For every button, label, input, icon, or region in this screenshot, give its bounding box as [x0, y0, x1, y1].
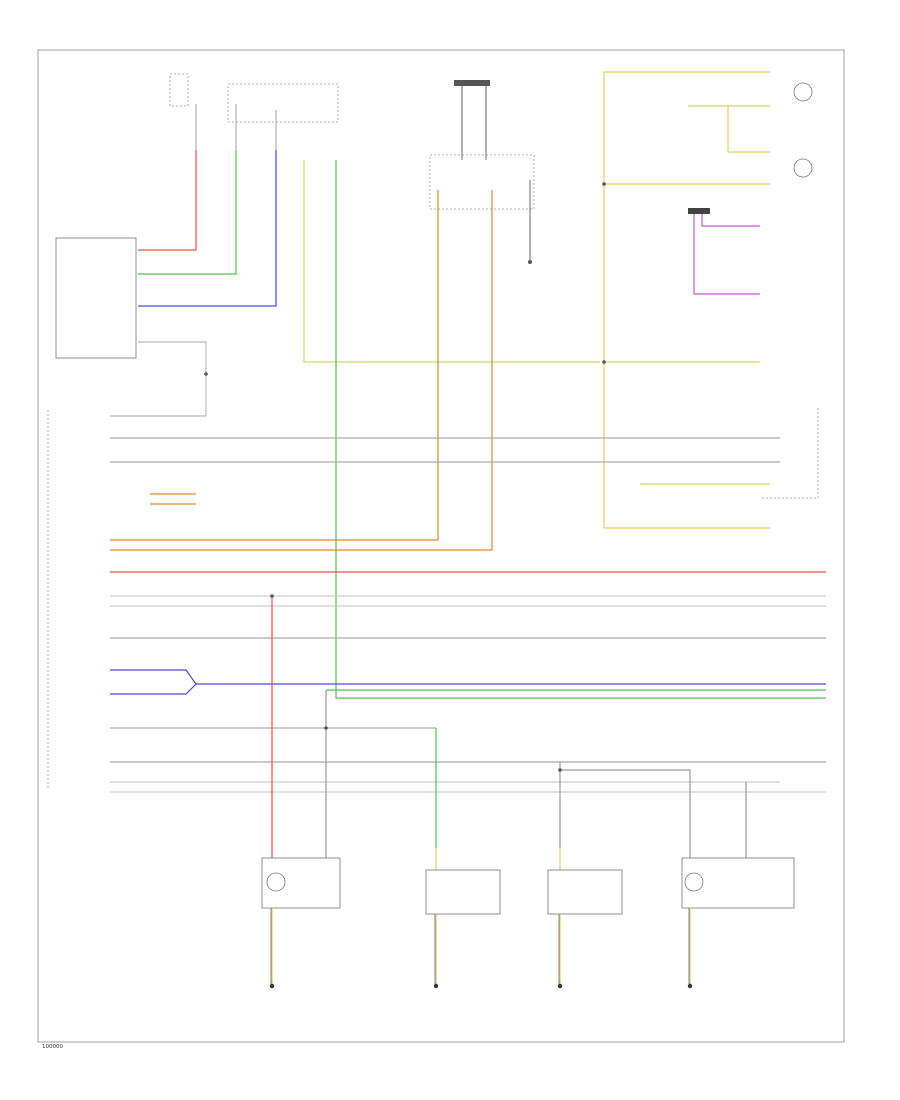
- splice-2: [270, 594, 274, 598]
- lamp-right-1: [793, 82, 813, 102]
- splice-1: [204, 372, 208, 376]
- wire-yellow-lamp-loop: [727, 106, 770, 153]
- ground-point-3: [557, 983, 563, 989]
- splice-5: [558, 768, 562, 772]
- ground-point-1: [269, 983, 275, 989]
- wire-orange-2: [110, 190, 493, 551]
- fuse-panel: [169, 73, 339, 150]
- wire-orange-1: [110, 190, 439, 541]
- wire-green-long: [335, 160, 826, 699]
- wire-pink-1: [701, 214, 760, 227]
- connector-pink: [688, 208, 710, 214]
- wire-red-top: [138, 150, 197, 251]
- lamp-box-3: [547, 869, 623, 915]
- ground-point-4: [687, 983, 693, 989]
- light-switch-box: [55, 237, 137, 359]
- ground-point-2: [433, 983, 439, 989]
- lamp-box-1: [261, 857, 341, 909]
- drop-gray-3: [560, 769, 691, 860]
- lamp-right-2: [793, 158, 813, 178]
- splice-6: [324, 726, 328, 730]
- splice-3: [602, 182, 606, 186]
- wire-green-top: [138, 150, 237, 275]
- wire-blue-branch: [110, 669, 197, 695]
- footer-code: 100000: [42, 1044, 63, 1050]
- wire-gray-switch: [110, 341, 207, 417]
- top-connector: [429, 80, 535, 264]
- diagram-frame: [37, 49, 845, 1043]
- lamp-box-4: [681, 857, 795, 909]
- lamp-box-2: [425, 869, 501, 915]
- wire-blue-top: [138, 150, 277, 307]
- wire-yellow-top: [303, 160, 600, 363]
- module-right-outline: [760, 408, 819, 499]
- wire-pink-2: [693, 214, 760, 295]
- splice-4: [602, 360, 606, 364]
- wire-yellow-right-top: [603, 71, 770, 528]
